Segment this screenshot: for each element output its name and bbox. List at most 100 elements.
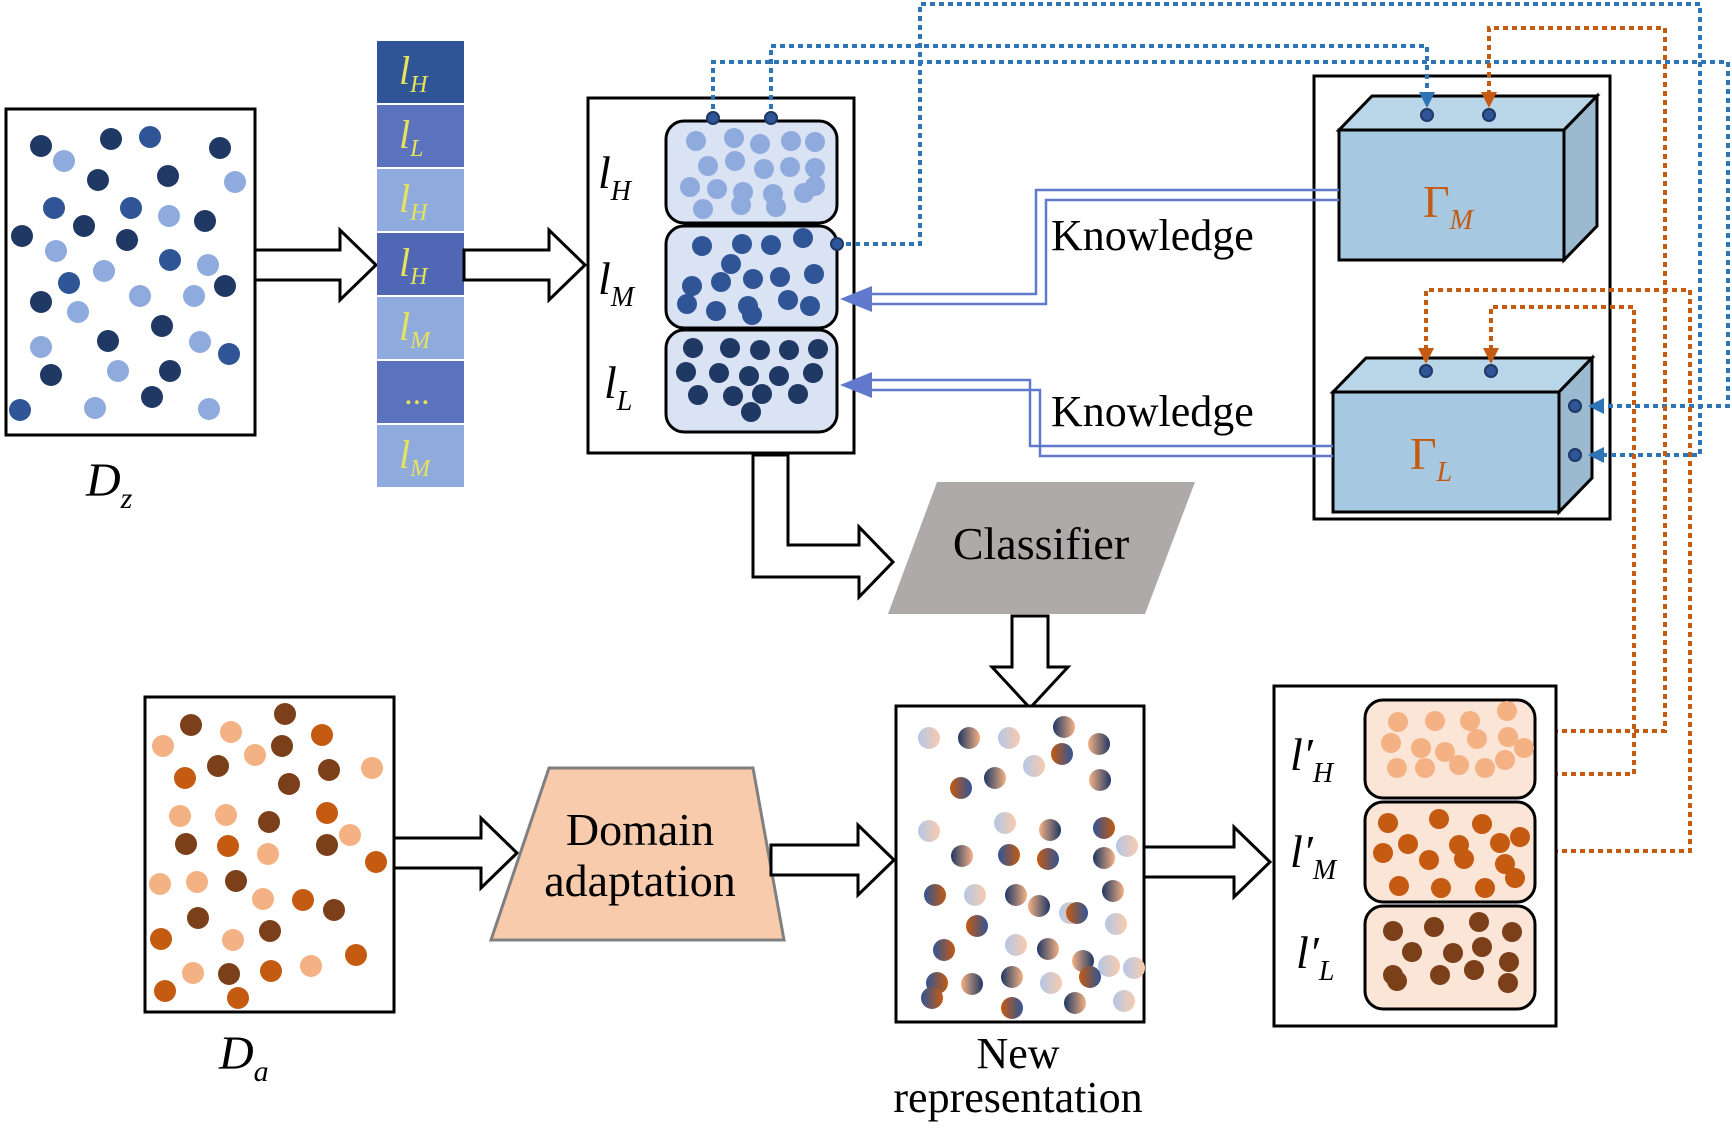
sequence-tile [377, 169, 464, 231]
arrow-sequence-to-groups [462, 226, 588, 304]
sequence-tile-label: ... [405, 375, 431, 412]
target-m-point [1454, 849, 1474, 869]
da-point [152, 735, 174, 757]
target-h-point [1467, 729, 1487, 749]
dz-point [197, 254, 219, 276]
target-l-point [1464, 960, 1484, 980]
sequence-tile [377, 425, 464, 487]
target-m-point [1419, 850, 1439, 870]
target-h-point [1460, 711, 1480, 731]
dz-point [53, 150, 75, 172]
grouped-source-box: lH lM lL [586, 96, 856, 455]
da-point [365, 851, 387, 873]
blended-point [950, 777, 972, 799]
blended-point [1053, 716, 1075, 738]
target-m-point [1475, 878, 1495, 898]
orange-dotted-connectors [1418, 26, 1692, 853]
group-m-point [732, 234, 752, 254]
target-l-point [1499, 952, 1519, 972]
blended-point [1001, 997, 1023, 1019]
group-h-point [805, 132, 825, 152]
group-l-point [788, 384, 808, 404]
blended-point [1064, 992, 1086, 1014]
group-l-point [779, 340, 799, 360]
knowledge-label-m: Knowledge [1051, 211, 1254, 260]
group-h-point [780, 157, 800, 177]
arrow-classifier-to-new-rep [988, 614, 1072, 711]
target-m-point [1490, 833, 1510, 853]
gamma-l-label: ΓL [1410, 428, 1452, 488]
dz-point [157, 165, 179, 187]
group-h-point [750, 134, 770, 154]
blended-point [1051, 743, 1073, 765]
target-h-point [1387, 758, 1407, 778]
blended-point [1040, 972, 1062, 994]
da-point [318, 759, 340, 781]
dataset-da: Da [143, 695, 396, 1088]
target-h-point [1495, 750, 1515, 770]
group-h-point [781, 131, 801, 151]
dz-point [141, 386, 163, 408]
dz-point [9, 399, 31, 421]
gamma-m-label: ΓM [1423, 176, 1475, 236]
group-label-m: lM [598, 253, 636, 313]
target-group-label-h: l′H [1290, 729, 1335, 789]
da-point [259, 920, 281, 942]
group-m-point [711, 272, 731, 292]
dz-point [30, 291, 52, 313]
target-l-point [1502, 922, 1522, 942]
arrow-adaptation-to-new-rep [769, 821, 897, 899]
dz-point [97, 330, 119, 352]
group-m-point [706, 301, 726, 321]
sequence-tile [377, 41, 464, 103]
da-point [316, 834, 338, 856]
dz-point [224, 171, 246, 193]
dz-point [158, 205, 180, 227]
target-l-point [1498, 973, 1518, 993]
da-point [174, 767, 196, 789]
blended-point [1105, 913, 1127, 935]
dz-point [40, 364, 62, 386]
da-point [278, 773, 300, 795]
blended-point [1005, 934, 1027, 956]
da-point [227, 987, 249, 1009]
blended-point [1079, 966, 1101, 988]
group-m-point [721, 254, 741, 274]
target-h-point [1497, 701, 1517, 721]
blended-point [1039, 819, 1061, 841]
da-point [345, 944, 367, 966]
group-m-point [761, 235, 781, 255]
gamma-m-model: ΓM [1335, 92, 1601, 264]
group-m-point [793, 228, 813, 248]
da-point [180, 714, 202, 736]
da-point [218, 963, 240, 985]
target-m-point [1510, 827, 1530, 847]
dz-point [129, 285, 151, 307]
dz-points [9, 126, 246, 421]
blended-point [994, 812, 1016, 834]
blended-point [1028, 895, 1050, 917]
dz-point [151, 315, 173, 337]
da-points [149, 703, 387, 1009]
group-m-point [677, 294, 697, 314]
target-m-point [1431, 878, 1451, 898]
group-l-point [688, 385, 708, 405]
group-m-point [692, 236, 712, 256]
da-point [186, 871, 208, 893]
blended-point [958, 727, 980, 749]
group-l-point [709, 363, 729, 383]
da-point [169, 805, 191, 827]
arrow-dz-to-sequence [253, 226, 379, 304]
blended-point [1023, 755, 1045, 777]
target-h-point [1415, 758, 1435, 778]
sequence-tile-label: lM [399, 432, 432, 482]
target-m-point [1398, 834, 1418, 854]
group-label-h: lH [598, 147, 633, 207]
da-point [274, 703, 296, 725]
group-m-point [804, 264, 824, 284]
blended-point [918, 820, 940, 842]
blended-point [1088, 733, 1110, 755]
blended-point [1093, 817, 1115, 839]
target-m-point [1495, 854, 1515, 874]
group-l-point [723, 386, 743, 406]
